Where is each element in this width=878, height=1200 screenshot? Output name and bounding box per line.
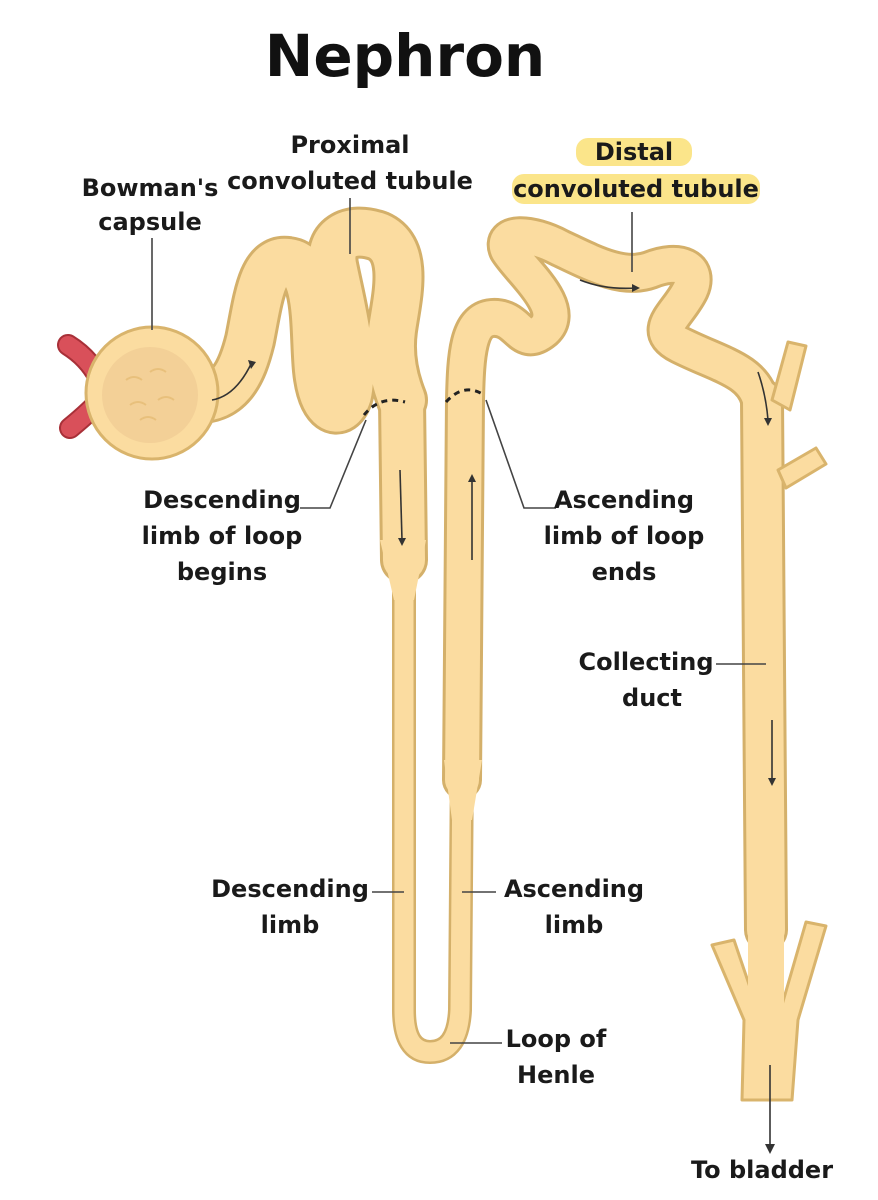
flow-arrows [211, 279, 776, 1154]
collecting-duct-fork [710, 900, 828, 1102]
label-distal-tubule: Distal convoluted tubule [513, 138, 759, 203]
label-desc-limb-line2: limb [261, 911, 320, 939]
label-proximal-tubule: Proximal convoluted tubule [227, 131, 473, 195]
label-bowmans-line2: capsule [98, 208, 201, 236]
ascending-boundary-dash [444, 388, 485, 404]
label-ascending-limb: Ascending limb [504, 875, 644, 939]
leader-lines [151, 198, 766, 1044]
label-asc-loop-line3: ends [592, 558, 657, 586]
label-collecting-duct: Collecting duct [578, 648, 713, 712]
label-desc-loop-line1: Descending [143, 486, 301, 514]
label-bowmans-capsule: Bowman's capsule [82, 174, 219, 236]
label-asc-loop-line1: Ascending [554, 486, 694, 514]
descending-taper [380, 540, 426, 600]
descending-boundary-dash [362, 398, 406, 416]
diagram-title: Nephron [265, 22, 545, 90]
label-desc-loop-line2: limb of loop [142, 522, 303, 550]
label-to-bladder: To bladder [691, 1156, 833, 1184]
label-bowmans-line1: Bowman's [82, 174, 219, 202]
ascending-taper [444, 760, 482, 820]
label-asc-loop-line2: limb of loop [544, 522, 705, 550]
label-loop-of-henle: Loop of Henle [506, 1025, 607, 1089]
label-collecting-line1: Collecting [578, 648, 713, 676]
label-proximal-line2: convoluted tubule [227, 167, 473, 195]
label-ascending-loop-ends: Ascending limb of loop ends [544, 486, 705, 586]
label-henle-line2: Henle [517, 1061, 595, 1089]
label-asc-limb-line1: Ascending [504, 875, 644, 903]
label-descending-loop-begins: Descending limb of loop begins [142, 486, 303, 586]
label-desc-limb-line1: Descending [211, 875, 369, 903]
label-distal-line1: Distal [595, 138, 673, 166]
label-henle-line1: Loop of [506, 1025, 607, 1053]
distal-label-highlight [512, 138, 760, 204]
label-proximal-line1: Proximal [290, 131, 409, 159]
label-asc-limb-line2: limb [545, 911, 604, 939]
label-descending-limb: Descending limb [211, 875, 369, 939]
nephron-tubule-fill [167, 209, 785, 1062]
bowmans-capsule [84, 325, 220, 461]
label-desc-loop-line3: begins [177, 558, 267, 586]
label-collecting-line2: duct [622, 684, 682, 712]
label-distal-line2: convoluted tubule [513, 175, 759, 203]
collecting-duct-branches [770, 340, 828, 490]
